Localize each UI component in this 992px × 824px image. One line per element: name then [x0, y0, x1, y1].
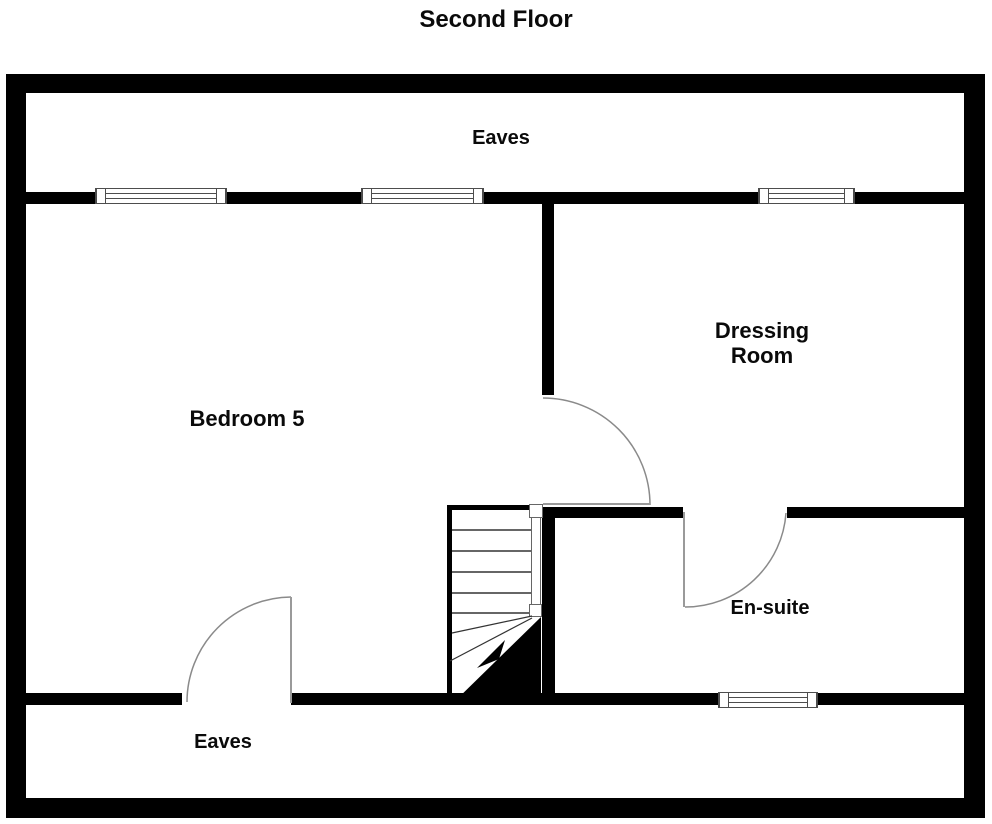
- stair-break-line: [449, 617, 533, 662]
- window-jamb: [719, 693, 729, 707]
- interior-wall-bottom-eaves-a: [26, 693, 182, 705]
- stair-direction-arrow: [477, 640, 505, 668]
- stairwell-wall-right: [542, 507, 555, 705]
- window-jamb: [844, 189, 854, 203]
- door-en-suite: [683, 512, 787, 608]
- room-label-bedroom-5: Bedroom 5: [189, 406, 305, 431]
- window-jamb: [807, 693, 817, 707]
- window-top-2: [361, 188, 484, 204]
- window-jamb: [96, 189, 106, 203]
- room-label-en-suite: En-suite: [730, 597, 810, 619]
- window-jamb: [216, 189, 226, 203]
- staircase: [449, 504, 543, 705]
- stair-newel-post-top: [529, 504, 543, 518]
- outer-wall-right: [964, 74, 985, 818]
- interior-wall-ensuite-top-left: [542, 507, 683, 518]
- door-dressing-room: [542, 397, 651, 506]
- window-glazing-line: [372, 193, 473, 194]
- outer-wall-bottom: [6, 798, 985, 818]
- page-title: Second Floor: [419, 6, 573, 33]
- window-jamb: [759, 189, 769, 203]
- outer-wall-top: [6, 74, 985, 93]
- window-glazing-line: [769, 193, 844, 194]
- window-glazing-line: [769, 198, 844, 199]
- stairwell-wall-left: [447, 505, 452, 695]
- window-glazing-line: [106, 193, 216, 194]
- window-glazing-line: [729, 702, 807, 703]
- window-glazing-line: [729, 697, 807, 698]
- window-glazing-line: [106, 198, 216, 199]
- room-label-eaves-bottom: Eaves: [194, 731, 252, 753]
- stair-break-line: [451, 615, 533, 634]
- window-ensuite: [718, 692, 818, 708]
- stairwell-wall-top: [447, 505, 533, 510]
- window-jamb: [473, 189, 483, 203]
- window-jamb: [362, 189, 372, 203]
- interior-wall-bedroom-dressing: [542, 204, 554, 395]
- window-glazing-line: [372, 198, 473, 199]
- stair-banister: [531, 505, 541, 617]
- stair-newel-post-bottom: [529, 604, 542, 617]
- interior-wall-ensuite-top-right: [787, 507, 964, 518]
- room-label-eaves-top: Eaves: [472, 127, 530, 149]
- window-top-1: [95, 188, 227, 204]
- outer-wall-left: [6, 74, 26, 818]
- room-label-dressing-room: Dressing Room: [714, 318, 810, 369]
- stair-lower-flight: [451, 617, 541, 705]
- window-top-3: [758, 188, 855, 204]
- interior-wall-top-eaves: [26, 192, 964, 204]
- door-bedroom-5: [186, 596, 292, 703]
